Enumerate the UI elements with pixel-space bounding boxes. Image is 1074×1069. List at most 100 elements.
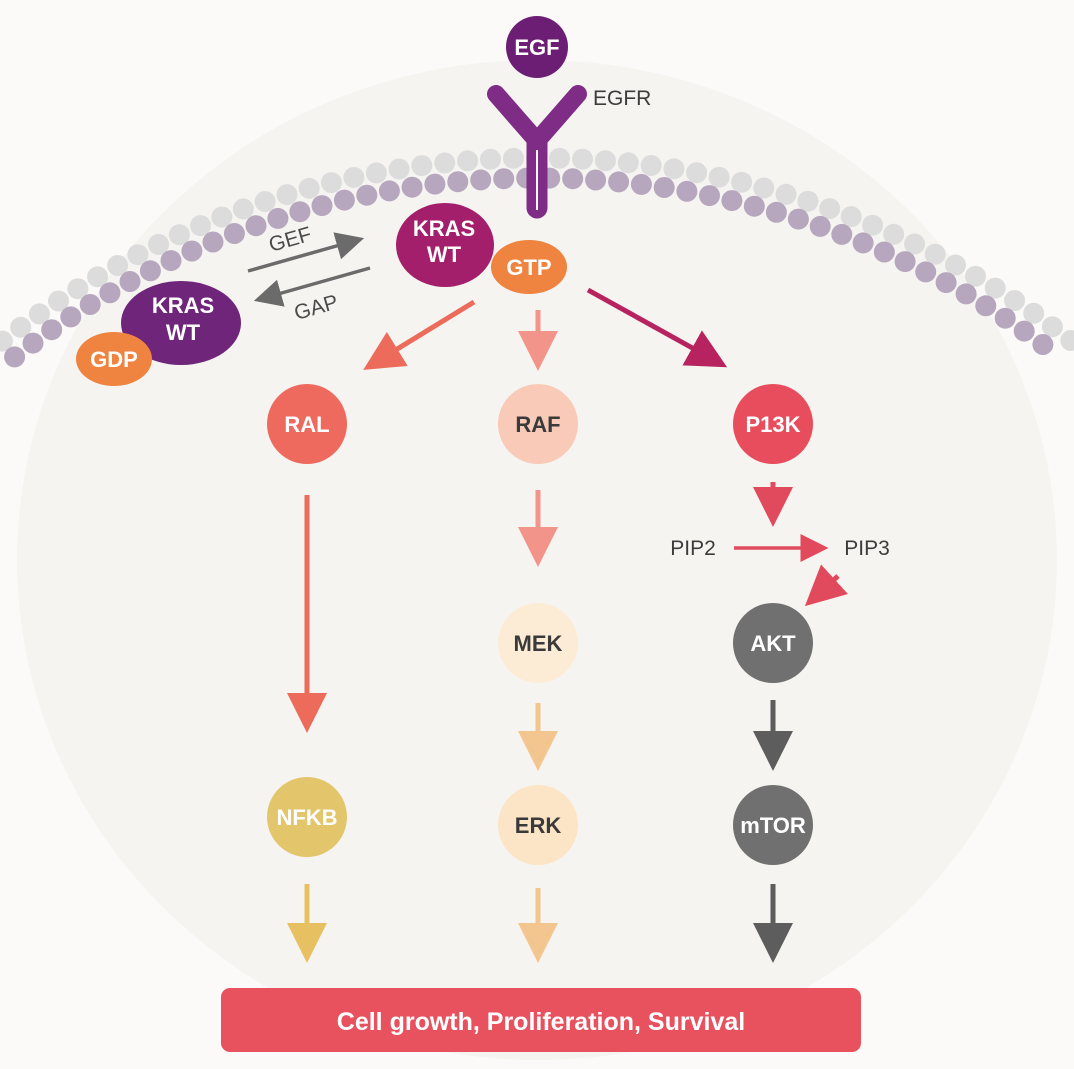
membrane-inner-dot — [699, 185, 720, 207]
membrane-inner-dot — [99, 282, 121, 304]
pip3-label: PIP3 — [844, 537, 890, 560]
membrane-outer-dot — [411, 155, 433, 177]
membrane-outer-dot — [457, 150, 479, 172]
membrane-inner-dot — [852, 232, 874, 254]
egfr-receptor — [487, 85, 587, 219]
mtor-node — [733, 785, 813, 865]
gef-arrow — [247, 232, 365, 273]
membrane-outer-dot — [883, 223, 905, 245]
membrane-inner-dot — [894, 251, 916, 273]
membrane-inner-dot — [60, 306, 82, 328]
membrane-inner-dot — [470, 169, 492, 191]
membrane-inner-dot — [267, 207, 289, 229]
membrane-inner-dot — [245, 215, 267, 237]
raf-pathway: RAF MEK ERK — [498, 384, 578, 963]
membrane-outer-dot — [945, 254, 966, 276]
membrane-inner-dot — [223, 223, 245, 244]
ral-label: RAL — [284, 412, 329, 437]
membrane-outer-dot — [1004, 290, 1026, 311]
membrane-inner-dot — [333, 189, 355, 211]
membrane-inner-dot — [401, 176, 423, 198]
membrane-outer-dot — [190, 215, 211, 237]
membrane-inner-dot — [202, 231, 224, 253]
membrane-outer-dot — [572, 148, 593, 170]
membrane-inner-dot — [743, 195, 765, 217]
arrow-kras-to-pi3k — [586, 287, 728, 368]
gtp-badge — [491, 240, 567, 294]
ral-pathway: RAL NFKB — [267, 384, 347, 963]
kras-inactive-body — [121, 281, 241, 365]
membrane-outer-dot — [67, 278, 89, 300]
akt-node — [733, 603, 813, 683]
gdp-badge — [76, 332, 152, 386]
membrane-inner-dot — [447, 171, 469, 193]
membrane-inner-dot — [181, 240, 203, 262]
egfr-label: EGFR — [593, 87, 651, 110]
outcome-box — [221, 988, 861, 1052]
membrane-outer-dot — [640, 155, 662, 176]
membrane-outer-dot — [148, 233, 169, 255]
membrane-inner-dot — [873, 241, 895, 263]
membrane-inner-dot — [676, 180, 698, 202]
kras-inactive-line2: WT — [166, 320, 201, 345]
membrane-outer-dot — [28, 303, 50, 325]
mtor-label: mTOR — [740, 813, 806, 838]
membrane-outer-dot — [753, 177, 775, 199]
pi3k-label: P13K — [745, 412, 800, 437]
membrane-inner-dot — [585, 169, 607, 191]
membrane-inner-dot — [809, 215, 831, 237]
membrane-outer-dot — [965, 265, 986, 287]
membrane-inner-dot — [493, 168, 515, 190]
membrane-outer-dot — [1060, 330, 1074, 351]
membrane-outer-dot — [503, 147, 524, 169]
kras-inactive: KRAS WT GDP — [76, 281, 241, 386]
membrane-inner-dot — [289, 201, 311, 223]
membrane-outer-dot — [365, 162, 387, 184]
membrane-outer-dot — [663, 158, 685, 180]
membrane-outer-dot — [211, 206, 233, 228]
membrane-outer-dot — [320, 172, 342, 194]
membrane-inner-dot — [955, 283, 977, 305]
arrow-kras-to-ral — [363, 299, 476, 370]
membrane-outer-dot — [48, 290, 69, 312]
membrane-inner-dot — [356, 184, 378, 206]
membrane-outer-dot — [904, 233, 926, 255]
akt-label: AKT — [750, 631, 796, 656]
egf-ligand: EGF — [506, 16, 568, 78]
gtp-label: GTP — [506, 255, 551, 280]
nfkb-node — [267, 777, 347, 857]
membrane-outer-dot — [708, 166, 730, 188]
membrane-outer-dot — [343, 166, 365, 188]
membrane-outer-dot — [617, 152, 639, 174]
membrane-inner-dot — [1013, 320, 1035, 342]
egf-label: EGF — [514, 35, 559, 60]
membrane-inner-dot — [721, 190, 743, 212]
membrane-outer-dot — [840, 206, 862, 228]
membrane-inner-dot — [139, 260, 161, 282]
erk-label: ERK — [515, 813, 562, 838]
kras-inactive-line1: KRAS — [152, 293, 214, 318]
membrane-outer-dot — [254, 191, 276, 212]
membrane-inner-dot — [22, 332, 44, 354]
pi3k-node — [733, 384, 813, 464]
membrane-inner-dot — [831, 223, 853, 245]
membrane-inner-dot — [311, 195, 333, 217]
membrane-inner-dot — [424, 173, 446, 195]
membrane-outer-dot — [127, 244, 149, 266]
raf-node — [498, 384, 578, 464]
membrane-inner-dot — [915, 261, 937, 283]
membrane-outer-dot — [388, 158, 410, 180]
membrane-inner-dot — [787, 208, 809, 230]
membrane-inner-dot — [562, 168, 584, 190]
membrane-outer-dot — [686, 162, 708, 184]
membrane-outer-dot — [731, 171, 753, 193]
membrane-outer-dot — [480, 148, 501, 170]
membrane-outer-dot — [0, 330, 13, 352]
membrane-outer-dot — [107, 255, 129, 276]
membrane-outer-dot — [819, 198, 841, 220]
mek-node — [498, 603, 578, 683]
membrane-outer-dot — [87, 266, 109, 288]
membrane-inner-dot — [4, 346, 26, 368]
